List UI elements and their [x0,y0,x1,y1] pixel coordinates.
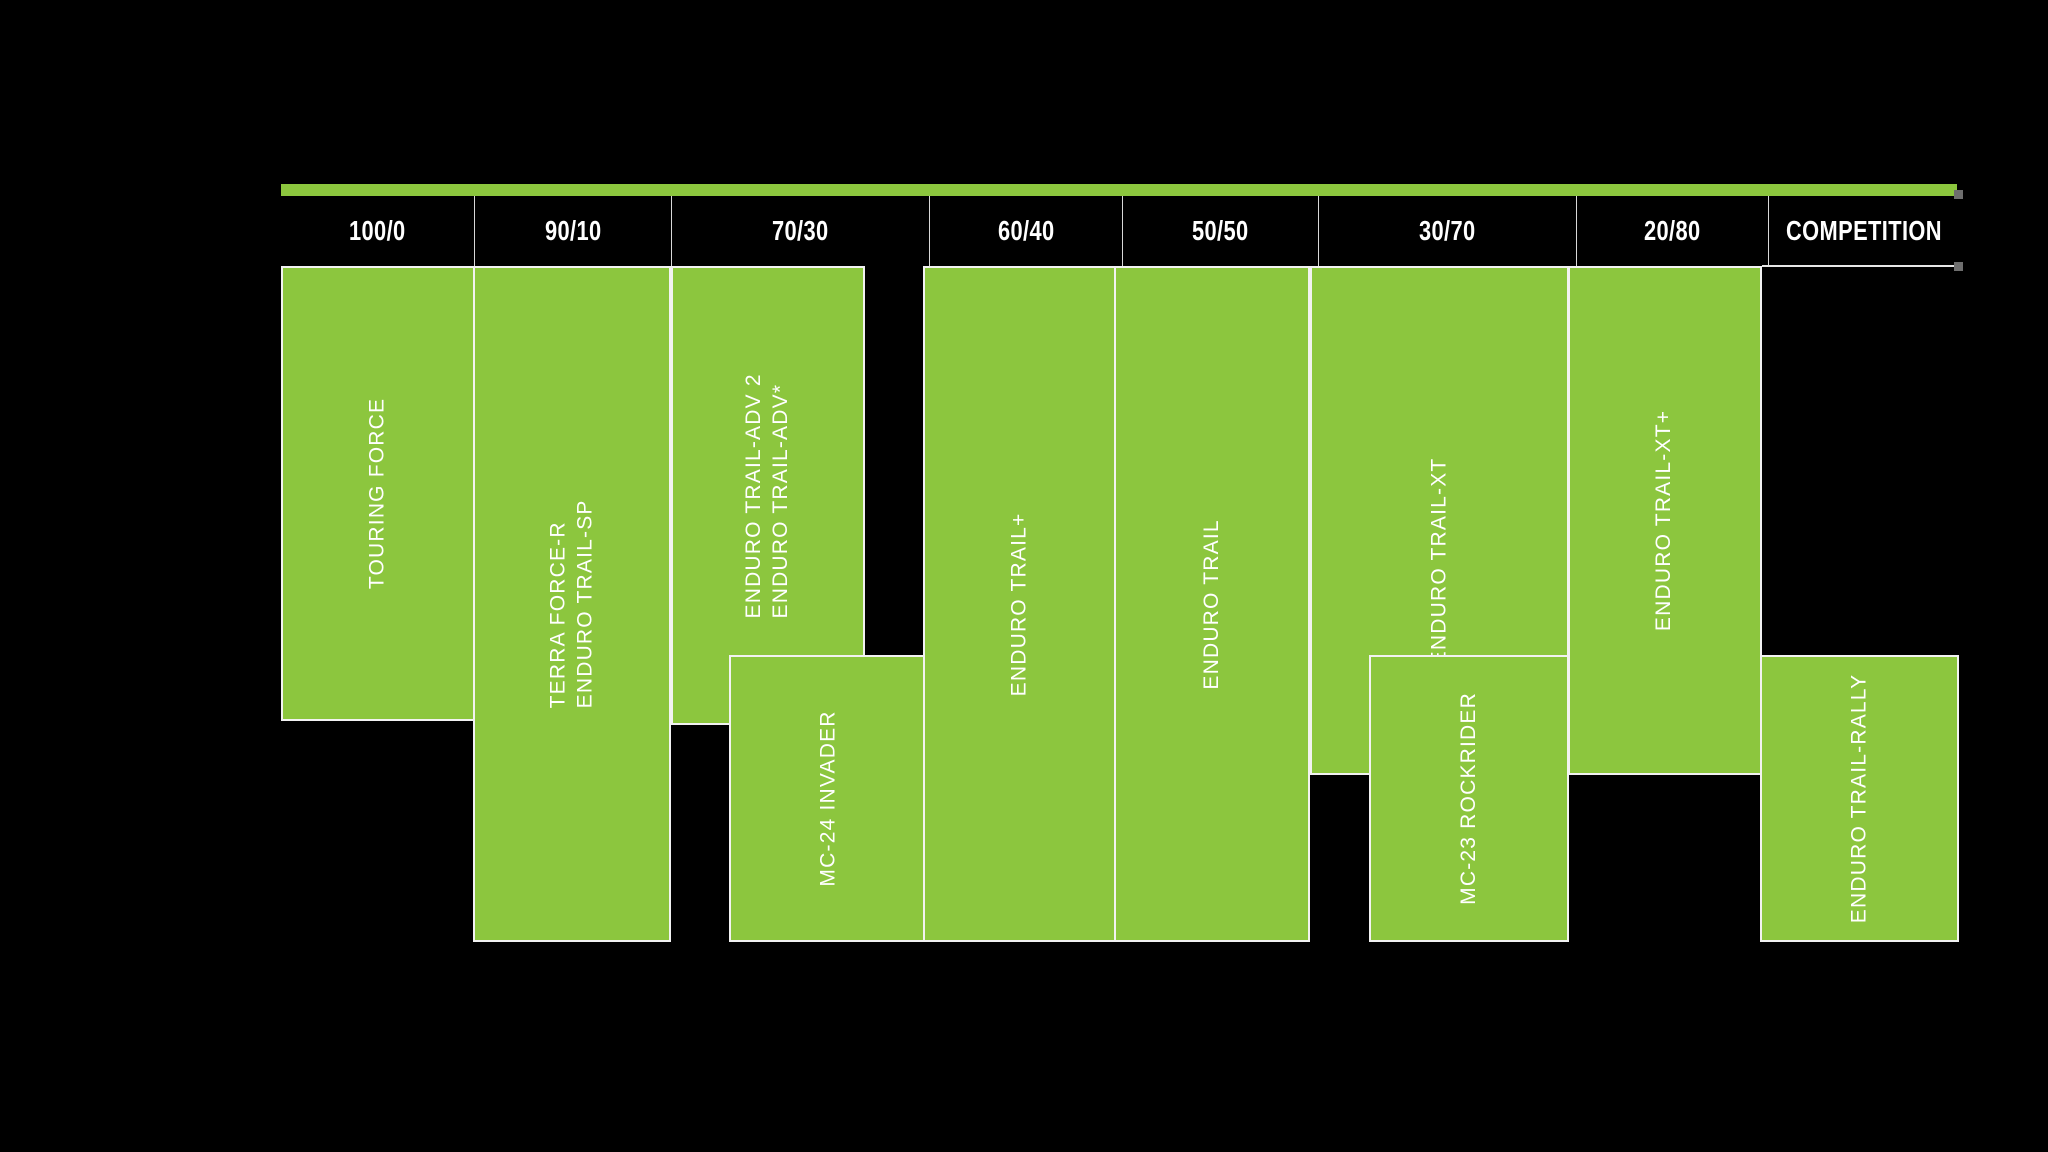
bar-label-group: ENDURO TRAIL-XT [1426,376,1453,666]
header-cell-60-40[interactable]: 60/40 [930,196,1123,266]
bar-label-group: TOURING FORCE [365,398,392,589]
bar-label-group: TERRA FORCE-R ENDURO TRAIL-SP [545,500,599,709]
bar-label: ENDURO TRAIL [1199,518,1223,690]
header-cell-50-50[interactable]: 50/50 [1123,196,1319,266]
header-label: COMPETITION [1786,215,1942,246]
bar-label-group: ENDURO TRAIL [1199,519,1226,689]
bar-touring-force[interactable]: TOURING FORCE [281,266,475,721]
bar-label-group: MC-24 INVADER [816,710,843,886]
header-label: 90/10 [544,215,602,246]
header-row: 100/0 90/10 70/30 60/40 50/50 30/70 20/8… [281,196,1959,266]
bar-enduro-trail[interactable]: ENDURO TRAIL [1114,266,1310,942]
header-label: 50/50 [1192,215,1249,246]
bar-label: MC-24 INVADER [816,710,840,887]
header-label: 20/80 [1644,215,1701,246]
header-cell-100-0[interactable]: 100/0 [281,196,475,266]
header-cell-competition[interactable]: COMPETITION [1769,196,1959,266]
bar-label: ENDURO TRAIL+ [1007,512,1031,696]
bar-label: ENDURO TRAIL-SP [573,499,597,709]
top-green-rule [281,184,1957,196]
crop-tick-top [1954,190,1963,199]
crop-tick-bottom [1954,262,1963,271]
bar-label: MC-23 ROCKRIDER [1456,692,1480,905]
header-underline-competition [1762,265,1957,267]
header-cell-30-70[interactable]: 30/70 [1319,196,1577,266]
header-cell-70-30[interactable]: 70/30 [672,196,930,266]
bar-label: TOURING FORCE [365,397,389,590]
bar-enduro-trail-plus[interactable]: ENDURO TRAIL+ [923,266,1116,942]
bar-label-group: ENDURO TRAIL-ADV 2 ENDURO TRAIL-ADV* [741,373,795,618]
bar-enduro-trail-xt-plus[interactable]: ENDURO TRAIL-XT+ [1568,266,1762,775]
bar-label-group: ENDURO TRAIL+ [1006,512,1033,696]
header-cell-20-80[interactable]: 20/80 [1577,196,1769,266]
bar-label: ENDURO TRAIL-XT+ [1652,409,1676,632]
bar-label: ENDURO TRAIL-ADV* [769,383,793,619]
bar-label-group: MC-23 ROCKRIDER [1456,692,1483,905]
header-label: 30/70 [1419,215,1476,246]
bar-mc-23-rockrider[interactable]: MC-23 ROCKRIDER [1369,655,1569,942]
bar-label: TERRA FORCE-R [546,521,570,709]
bar-label: ENDURO TRAIL-XT [1427,457,1451,666]
bar-label: ENDURO TRAIL-ADV 2 [742,372,766,619]
bar-label-group: ENDURO TRAIL-RALLY [1846,674,1873,924]
bar-enduro-trail-rally[interactable]: ENDURO TRAIL-RALLY [1760,655,1959,942]
bar-label-group: ENDURO TRAIL-XT+ [1652,410,1679,631]
header-cell-90-10[interactable]: 90/10 [475,196,672,266]
bar-mc-24-invader[interactable]: MC-24 INVADER [729,655,929,942]
bar-terra-force-r[interactable]: TERRA FORCE-R ENDURO TRAIL-SP [473,266,671,942]
header-label: 60/40 [997,215,1055,246]
header-label: 100/0 [349,215,406,246]
bar-enduro-trail-adv[interactable]: ENDURO TRAIL-ADV 2 ENDURO TRAIL-ADV* [671,266,865,725]
header-label: 70/30 [772,215,829,246]
bar-label: ENDURO TRAIL-RALLY [1847,673,1871,924]
